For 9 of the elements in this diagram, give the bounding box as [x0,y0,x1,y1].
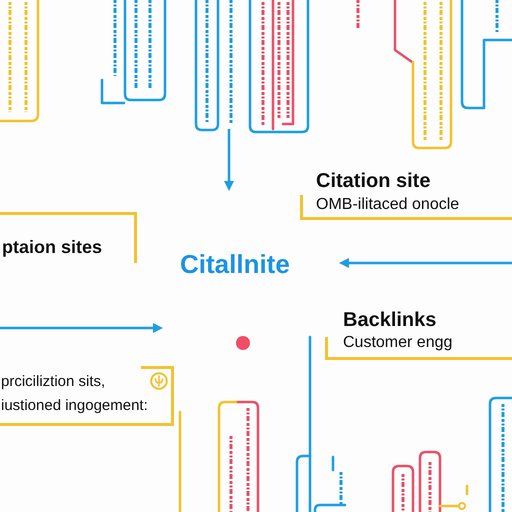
bracket-card [0,366,174,426]
card-subtitle: OMB-ilitaced onocle [316,195,460,215]
card-subtitle: Customer engg [343,333,452,353]
card-text: prciciliztion sits, iustioned ingogement: [1,372,149,416]
card-title: Citation site [316,170,430,192]
card-title: Backlinks [343,309,436,331]
card-title: ptaion sites [2,236,102,258]
bracket-card [0,212,137,263]
center-label: Citallnite [180,249,290,279]
